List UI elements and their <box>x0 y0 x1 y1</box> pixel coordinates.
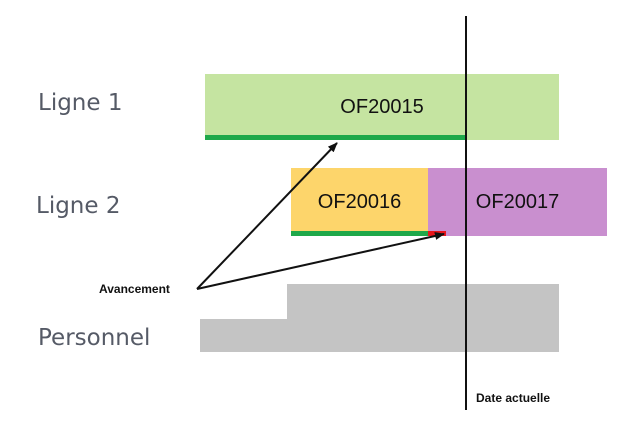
task-bar-of20016: OF20016 <box>291 168 428 236</box>
personnel-load-upper <box>287 284 559 319</box>
task-bar-of20017: OF20017 <box>428 168 607 236</box>
row-label-ligne-2: Ligne 2 <box>36 193 121 219</box>
avancement-arrow-to-of20015 <box>196 142 338 290</box>
row-label-ligne-1: Ligne 1 <box>38 90 123 116</box>
progress-bar-of20016 <box>291 231 428 236</box>
task-label-of20017: OF20017 <box>475 190 560 213</box>
avancement-arrow-to-of20017 <box>196 232 445 290</box>
row-label-personnel: Personnel <box>38 325 151 351</box>
task-bar-of20015: OF20015 <box>205 74 559 140</box>
task-label-of20016: OF20016 <box>317 190 402 213</box>
avancement-label: Avancement <box>99 282 170 296</box>
task-label-of20015: OF20015 <box>340 95 424 118</box>
personnel-load-lower <box>200 319 559 352</box>
progress-bar-of20015 <box>205 135 466 140</box>
date-actuelle-label: Date actuelle <box>476 391 551 405</box>
